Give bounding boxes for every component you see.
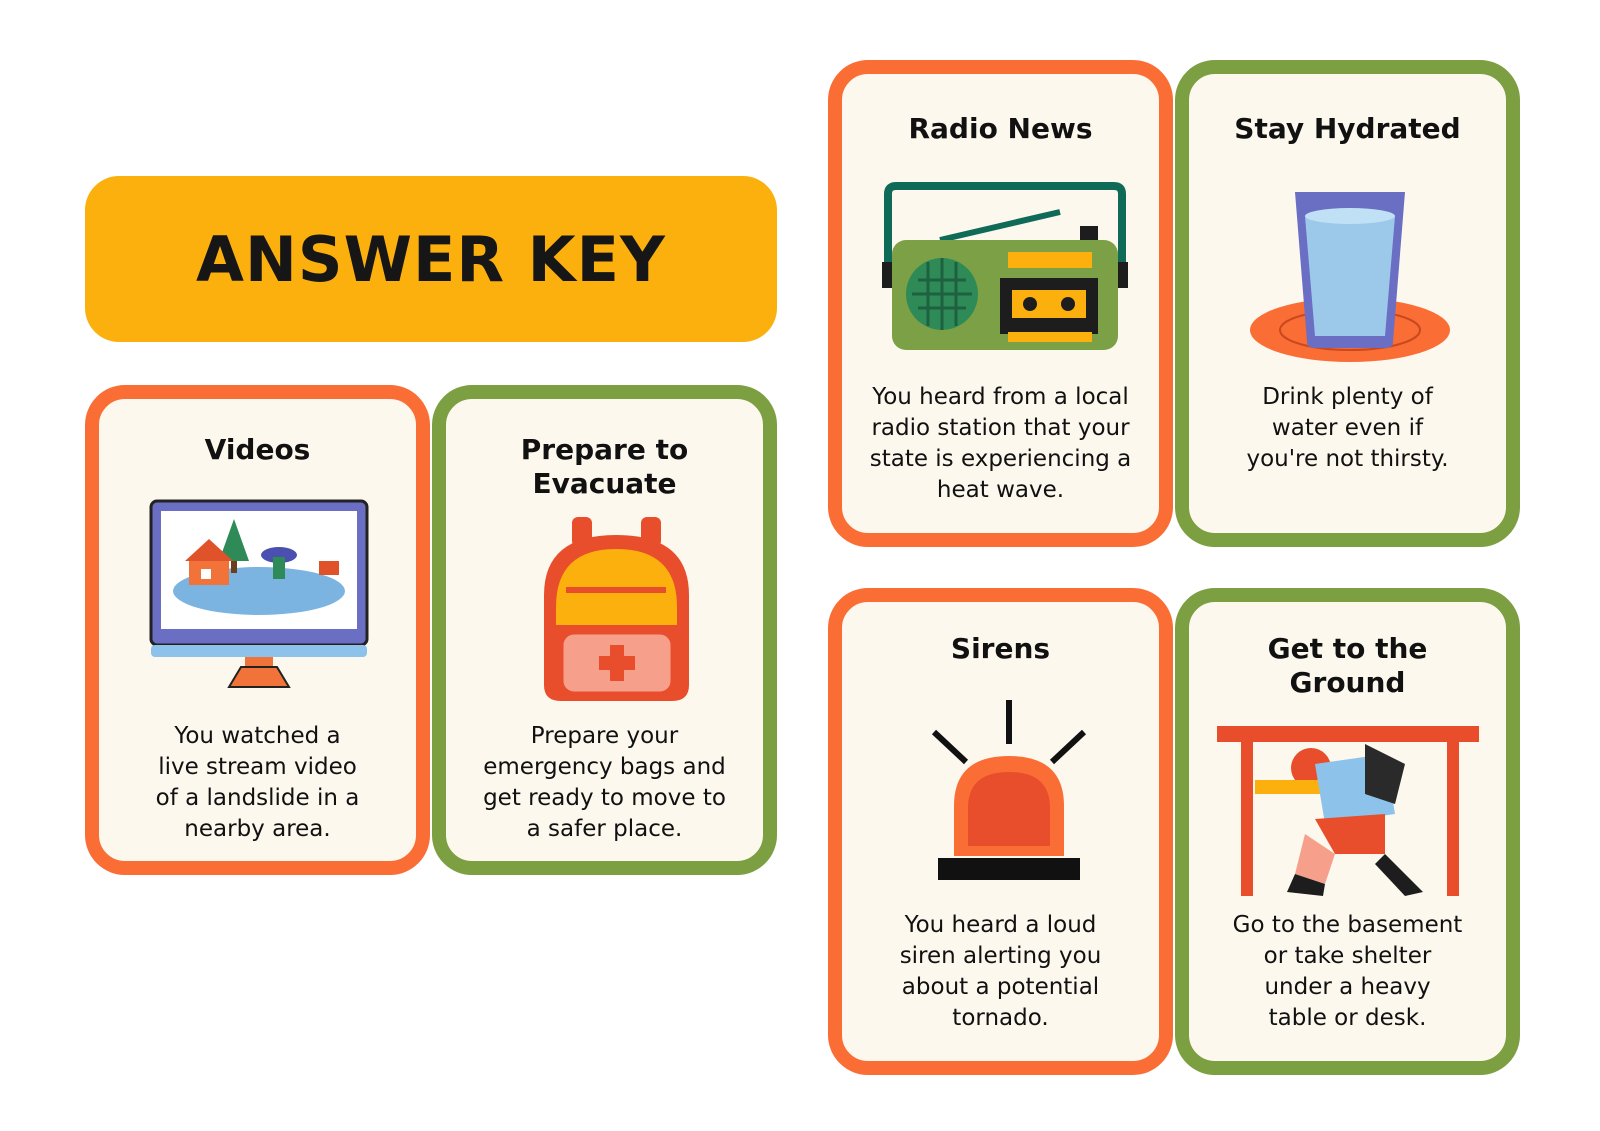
card-videos: Videos You watched a live stream video o… xyxy=(85,385,430,875)
card-title: Videos xyxy=(204,433,311,466)
card-description: You watched a live stream video of a lan… xyxy=(155,723,360,842)
card-description: You heard from a local radio station tha… xyxy=(869,384,1132,503)
answer-key-banner: ANSWER KEY xyxy=(85,176,777,342)
card-evacuate: Prepare to Evacuate Prepare your emergen… xyxy=(432,385,777,875)
card-title: Stay Hydrated xyxy=(1234,112,1461,145)
card-description: Prepare your emergency bags and get read… xyxy=(483,723,726,842)
card-get-to-ground: Get to the Ground Go to the basement or … xyxy=(1175,588,1520,1075)
radio-icon xyxy=(880,182,1130,354)
card-stay-hydrated: Stay Hydrated Drink plenty of water even… xyxy=(1175,60,1520,547)
card-radio-news: Radio News You heard from a local radio … xyxy=(828,60,1173,547)
computer-monitor-landslide-icon xyxy=(149,499,369,689)
card-description: Drink plenty of water even if you're not… xyxy=(1246,384,1449,472)
card-description: You heard a loud siren alerting you abou… xyxy=(899,912,1102,1031)
emergency-backpack-icon xyxy=(534,515,699,705)
card-title: Sirens xyxy=(950,632,1051,665)
card-title: Get to the Ground xyxy=(1267,632,1428,699)
page-title: ANSWER KEY xyxy=(196,222,666,296)
card-title: Radio News xyxy=(908,112,1093,145)
person-under-table-icon xyxy=(1215,724,1481,900)
card-description: Go to the basement or take shelter under… xyxy=(1232,912,1463,1031)
water-glass-icon xyxy=(1245,186,1455,366)
siren-icon xyxy=(924,696,1094,886)
card-title: Prepare to Evacuate xyxy=(520,433,689,500)
card-sirens: Sirens You heard a loud siren alerting y… xyxy=(828,588,1173,1075)
